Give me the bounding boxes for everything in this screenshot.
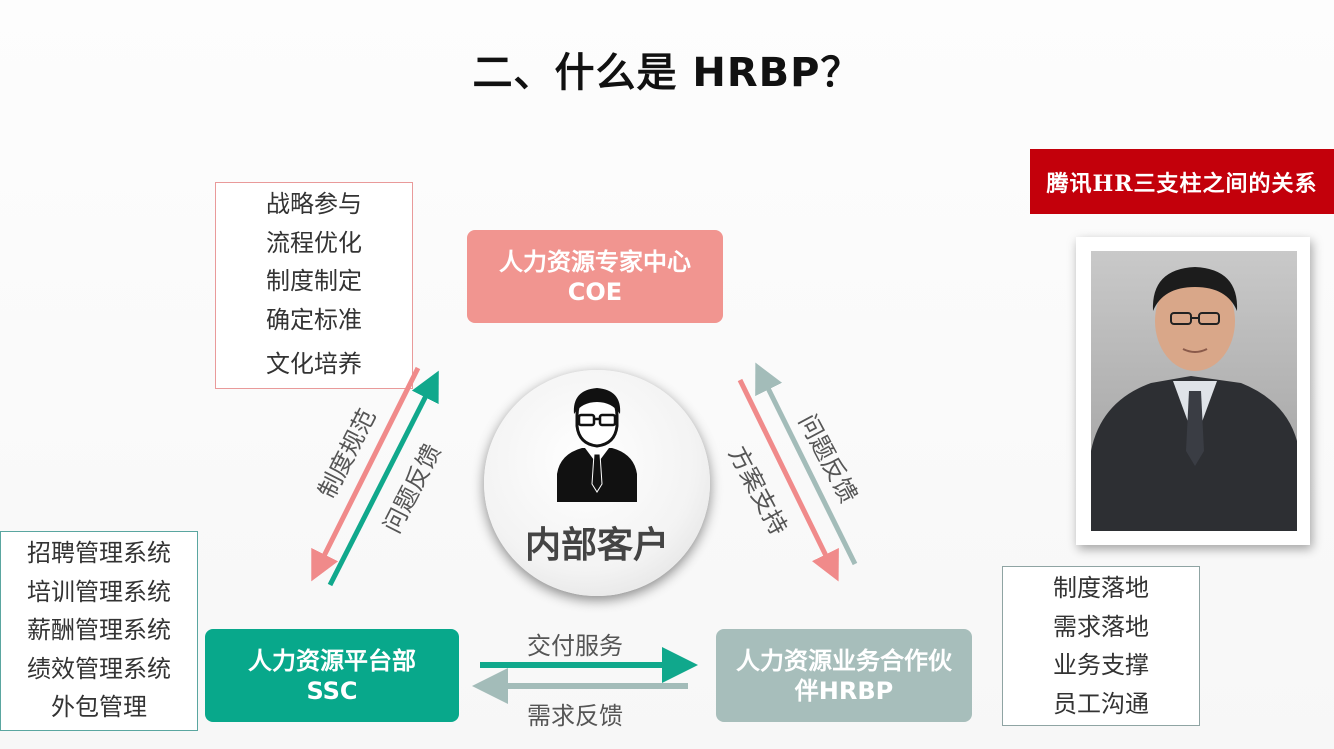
coe-function: 制度制定: [266, 267, 362, 295]
ssc-block: 人力资源平台部 SSC: [205, 629, 459, 722]
coe-block: 人力资源专家中心 COE: [467, 230, 723, 323]
ssc-functions-box: 招聘管理系统 培训管理系统 薪酬管理系统 绩效管理系统 外包管理: [0, 531, 198, 731]
hrbp-functions-box: 制度落地 需求落地 业务支撑 员工沟通: [1002, 566, 1200, 726]
ssc-function: 招聘管理系统: [27, 539, 171, 567]
hrbp-function: 制度落地: [1053, 574, 1149, 602]
person-silhouette-icon: [1091, 267, 1297, 531]
coe-function: 流程优化: [266, 228, 362, 257]
ssc-function: 外包管理: [51, 693, 147, 721]
coe-functions-box: 战略参与 流程优化 制度制定 确定标准 文化培养: [215, 182, 413, 389]
hrbp-block: 人力资源业务合作伙 伴HRBP: [716, 629, 972, 722]
arrow-ssc-to-coe: [327, 370, 439, 587]
label-ssc-to-hrbp: 交付服务: [527, 632, 623, 660]
hrbp-function: 需求落地: [1053, 612, 1149, 641]
coe-abbr: COE: [567, 277, 623, 306]
ssc-function: 薪酬管理系统: [27, 616, 171, 644]
hrbp-name-line2: 伴HRBP: [794, 676, 894, 705]
hrbp-function: 员工沟通: [1053, 689, 1149, 718]
arrow-coe-to-ssc: [311, 366, 421, 582]
coe-function: 文化培养: [266, 350, 362, 378]
page-title: 二、什么是 HRBP？: [472, 50, 862, 96]
arrow-coe-to-hrbp: [737, 378, 839, 582]
businessman-icon: [557, 388, 637, 502]
internal-customer-label: 内部客户: [524, 525, 669, 566]
coe-function: 战略参与: [266, 190, 362, 218]
coe-name: 人力资源专家中心: [499, 247, 691, 276]
portrait-photo: [1091, 251, 1297, 531]
ssc-name: 人力资源平台部: [248, 646, 416, 675]
arrow-hrbp-to-coe: [755, 362, 858, 566]
ssc-function: 培训管理系统: [27, 577, 171, 606]
coe-function: 确定标准: [266, 305, 362, 334]
hrbp-function: 业务支撑: [1053, 651, 1149, 679]
tencent-hr-banner: 腾讯HR三支柱之间的关系: [1030, 149, 1334, 214]
ssc-function: 绩效管理系统: [27, 654, 171, 683]
label-hrbp-to-ssc: 需求反馈: [527, 702, 623, 730]
hrbp-name-line1: 人力资源业务合作伙: [736, 646, 952, 675]
ssc-abbr: SSC: [306, 676, 358, 705]
